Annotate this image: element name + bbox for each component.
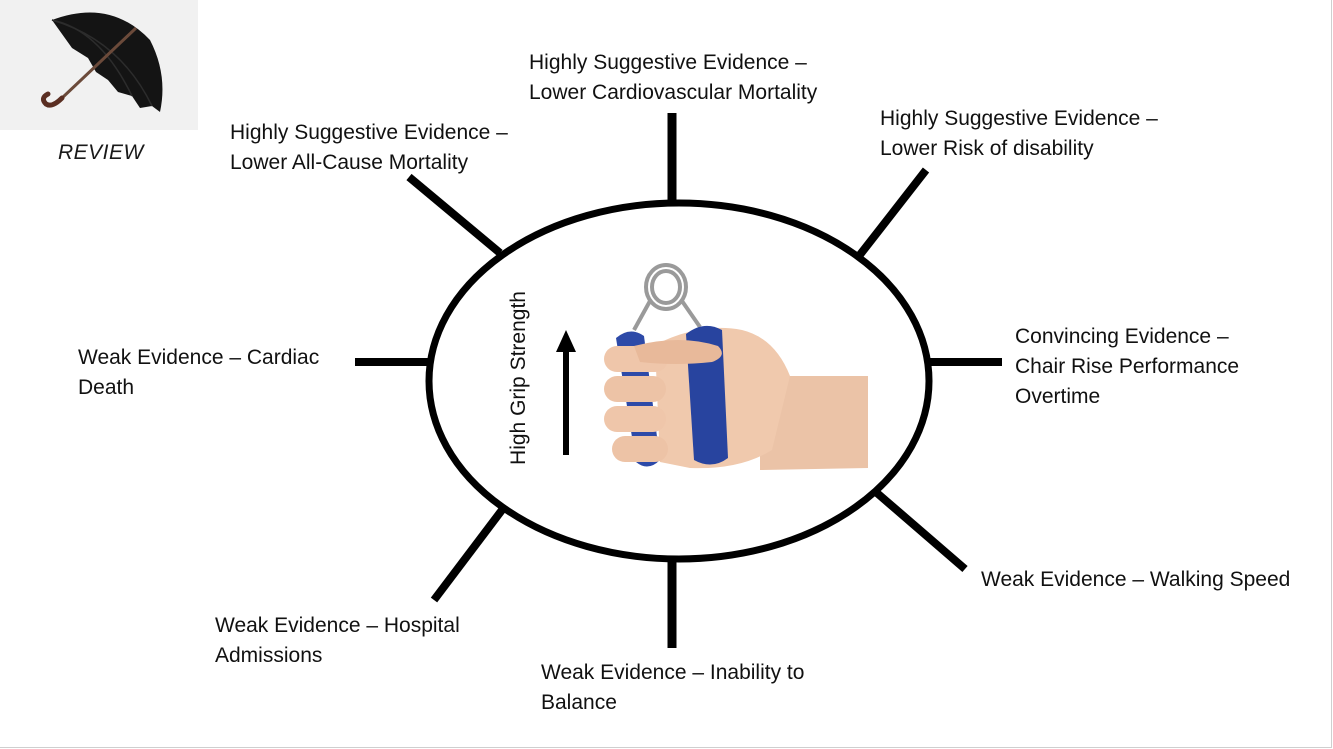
outcome-bottom-line2: Balance [541, 691, 617, 714]
outcome-top-left-line1: Highly Suggestive Evidence – [230, 121, 508, 144]
outcome-top-right-line1: Highly Suggestive Evidence – [880, 107, 1158, 130]
outcome-top-line2: Lower Cardiovascular Mortality [529, 81, 818, 104]
up-arrow-icon [556, 330, 576, 455]
hand-grip-exerciser-icon [604, 263, 868, 470]
outcome-right-line3: Overtime [1015, 385, 1101, 408]
spoke-top-left [406, 173, 503, 257]
spoke-bottom-right [874, 489, 968, 573]
outcome-left: Weak Evidence – Cardiac Death [78, 343, 319, 403]
outcome-right-line1: Convincing Evidence – [1015, 325, 1229, 348]
review-caption: REVIEW [58, 141, 144, 164]
outcome-top-right-line2: Lower Risk of disability [880, 137, 1094, 160]
umbrella-icon [40, 12, 163, 112]
outcome-top-line1: Highly Suggestive Evidence – [529, 51, 807, 74]
outcome-bottom-left-line2: Admissions [215, 644, 323, 667]
outcome-top-right: Highly Suggestive Evidence – Lower Risk … [880, 104, 1158, 164]
outcome-bottom-right-line1: Weak Evidence – Walking Speed [981, 568, 1291, 591]
outcome-right-line2: Chair Rise Performance [1015, 355, 1240, 378]
spoke-bottom-left [430, 507, 506, 603]
outcome-bottom: Weak Evidence – Inability to Balance [541, 658, 804, 718]
spoke-top-right [855, 167, 930, 259]
outcome-bottom-right: Weak Evidence – Walking Speed [981, 565, 1290, 595]
outcome-right: Convincing Evidence – Chair Rise Perform… [1015, 322, 1239, 412]
outcome-bottom-left: Weak Evidence – Hospital Admissions [215, 611, 460, 671]
outcome-left-line2: Death [78, 376, 135, 399]
outcome-top-left: Highly Suggestive Evidence – Lower All-C… [230, 118, 508, 178]
outcome-left-line1: Weak Evidence – Cardiac [78, 346, 320, 369]
outcome-top: Highly Suggestive Evidence – Lower Cardi… [529, 48, 817, 108]
outcome-bottom-line1: Weak Evidence – Inability to [541, 661, 805, 684]
high-grip-strength-label: High Grip Strength [507, 291, 530, 465]
umbrella-image [0, 0, 198, 130]
outcome-bottom-left-line1: Weak Evidence – Hospital [215, 614, 460, 637]
outcome-top-left-line2: Lower All-Cause Mortality [230, 151, 469, 174]
